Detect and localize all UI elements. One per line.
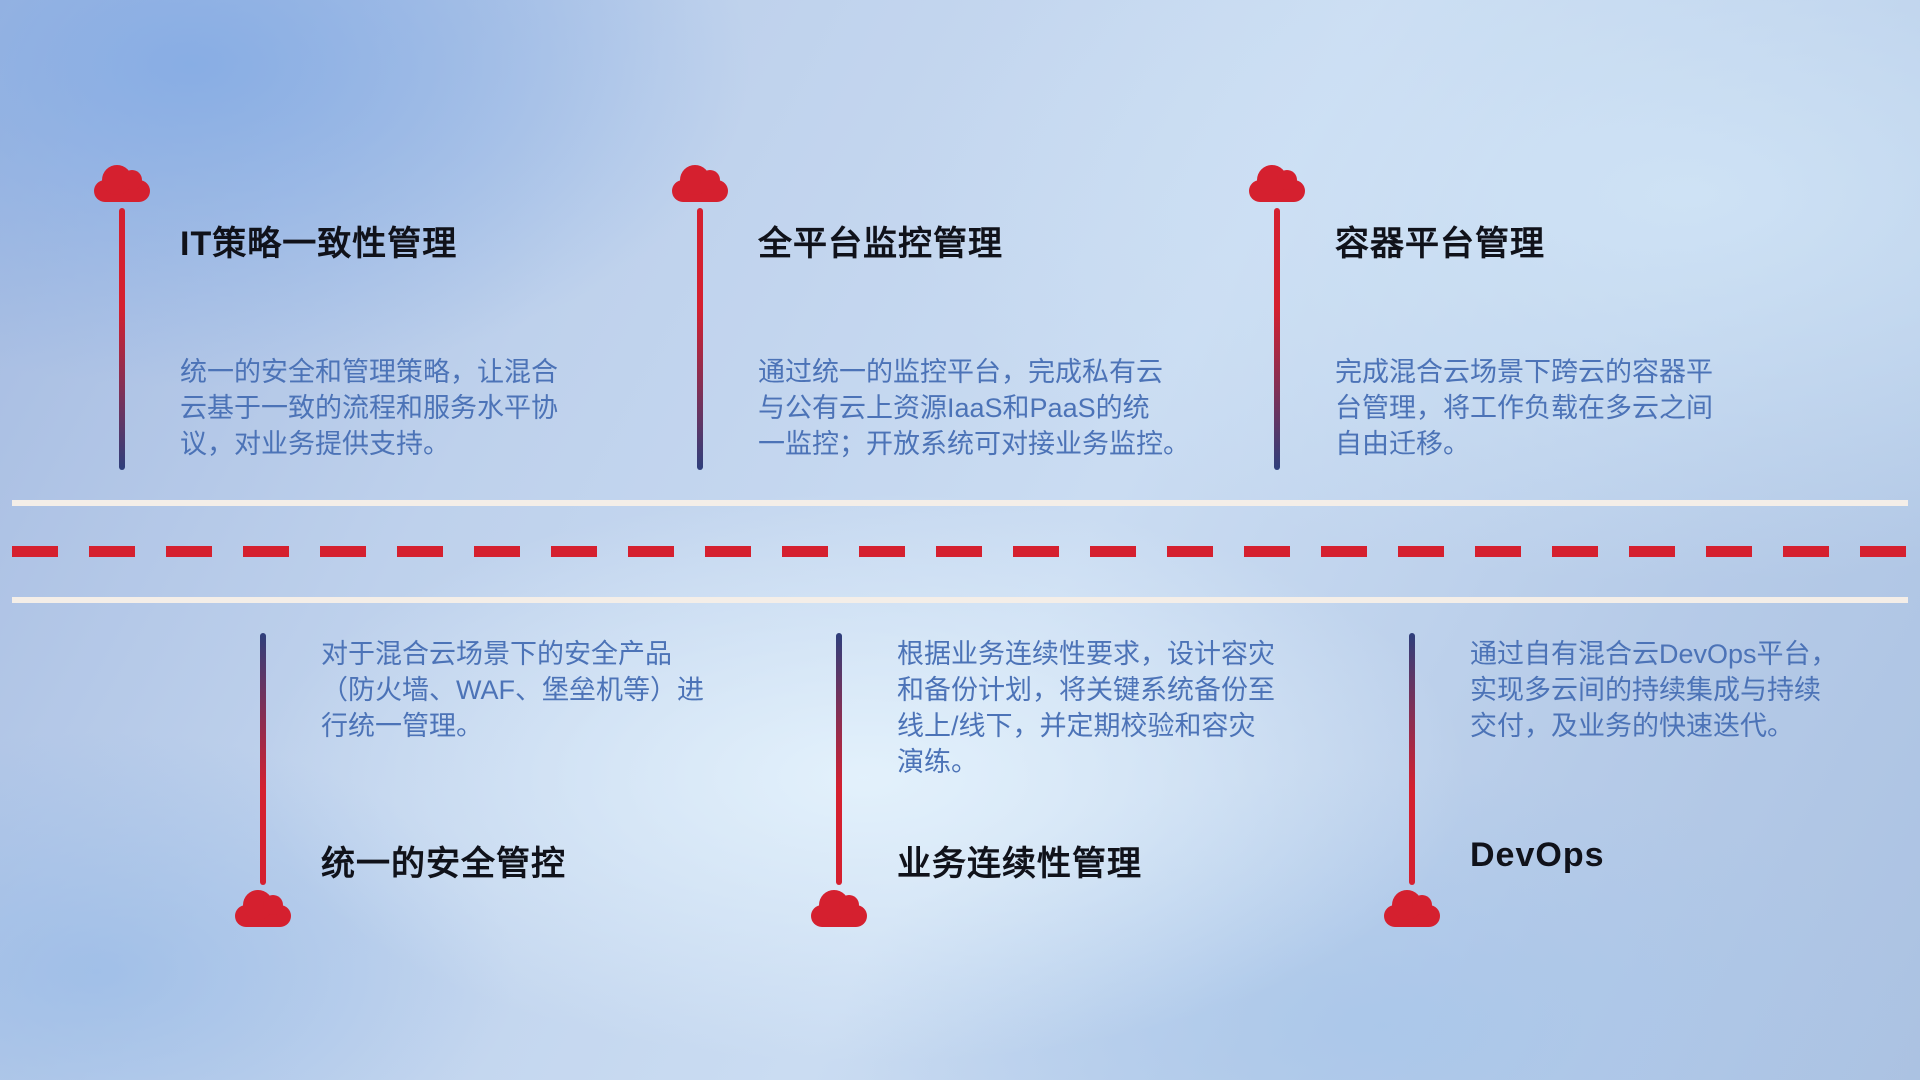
road-dashed-centerline xyxy=(12,546,1908,557)
milestone-title: 全平台监控管理 xyxy=(758,225,1003,263)
timeline-connector xyxy=(119,208,125,470)
milestone-title: IT策略一致性管理 xyxy=(180,225,458,263)
milestone-description: 根据业务连续性要求，设计容灾 和备份计划，将关键系统备份至 线上/线下，并定期校… xyxy=(897,639,1275,777)
cloud-icon xyxy=(94,165,150,202)
milestone-title: 容器平台管理 xyxy=(1335,225,1545,263)
milestone-description: 完成混合云场景下跨云的容器平 台管理，将工作负载在多云之间 自由迁移。 xyxy=(1335,357,1713,459)
cloud-icon xyxy=(235,890,291,927)
milestone-title: 业务连续性管理 xyxy=(897,845,1142,883)
cloud-icon xyxy=(811,890,867,927)
timeline-connector xyxy=(697,208,703,470)
cloud-icon xyxy=(1249,165,1305,202)
cloud-icon xyxy=(1384,890,1440,927)
milestone-description: 通过自有混合云DevOps平台， 实现多云间的持续集成与持续 交付，及业务的快速… xyxy=(1470,639,1838,741)
road-line-bottom xyxy=(12,597,1908,603)
timeline-connector xyxy=(1409,633,1415,885)
milestone-title: 统一的安全管控 xyxy=(321,845,566,883)
cloud-icon xyxy=(672,165,728,202)
milestone-description: 统一的安全和管理策略，让混合 云基于一致的流程和服务水平协 议，对业务提供支持。 xyxy=(180,357,558,459)
timeline-connector xyxy=(260,633,266,885)
milestone-description: 通过统一的监控平台，完成私有云 与公有云上资源IaaS和PaaS的统 一监控；开… xyxy=(758,357,1190,459)
timeline-connector xyxy=(1274,208,1280,470)
milestone-title: DevOps xyxy=(1470,836,1605,874)
road-line-top xyxy=(12,500,1908,506)
timeline-connector xyxy=(836,633,842,885)
milestone-description: 对于混合云场景下的安全产品 （防火墙、WAF、堡垒机等）进 行统一管理。 xyxy=(321,639,704,741)
